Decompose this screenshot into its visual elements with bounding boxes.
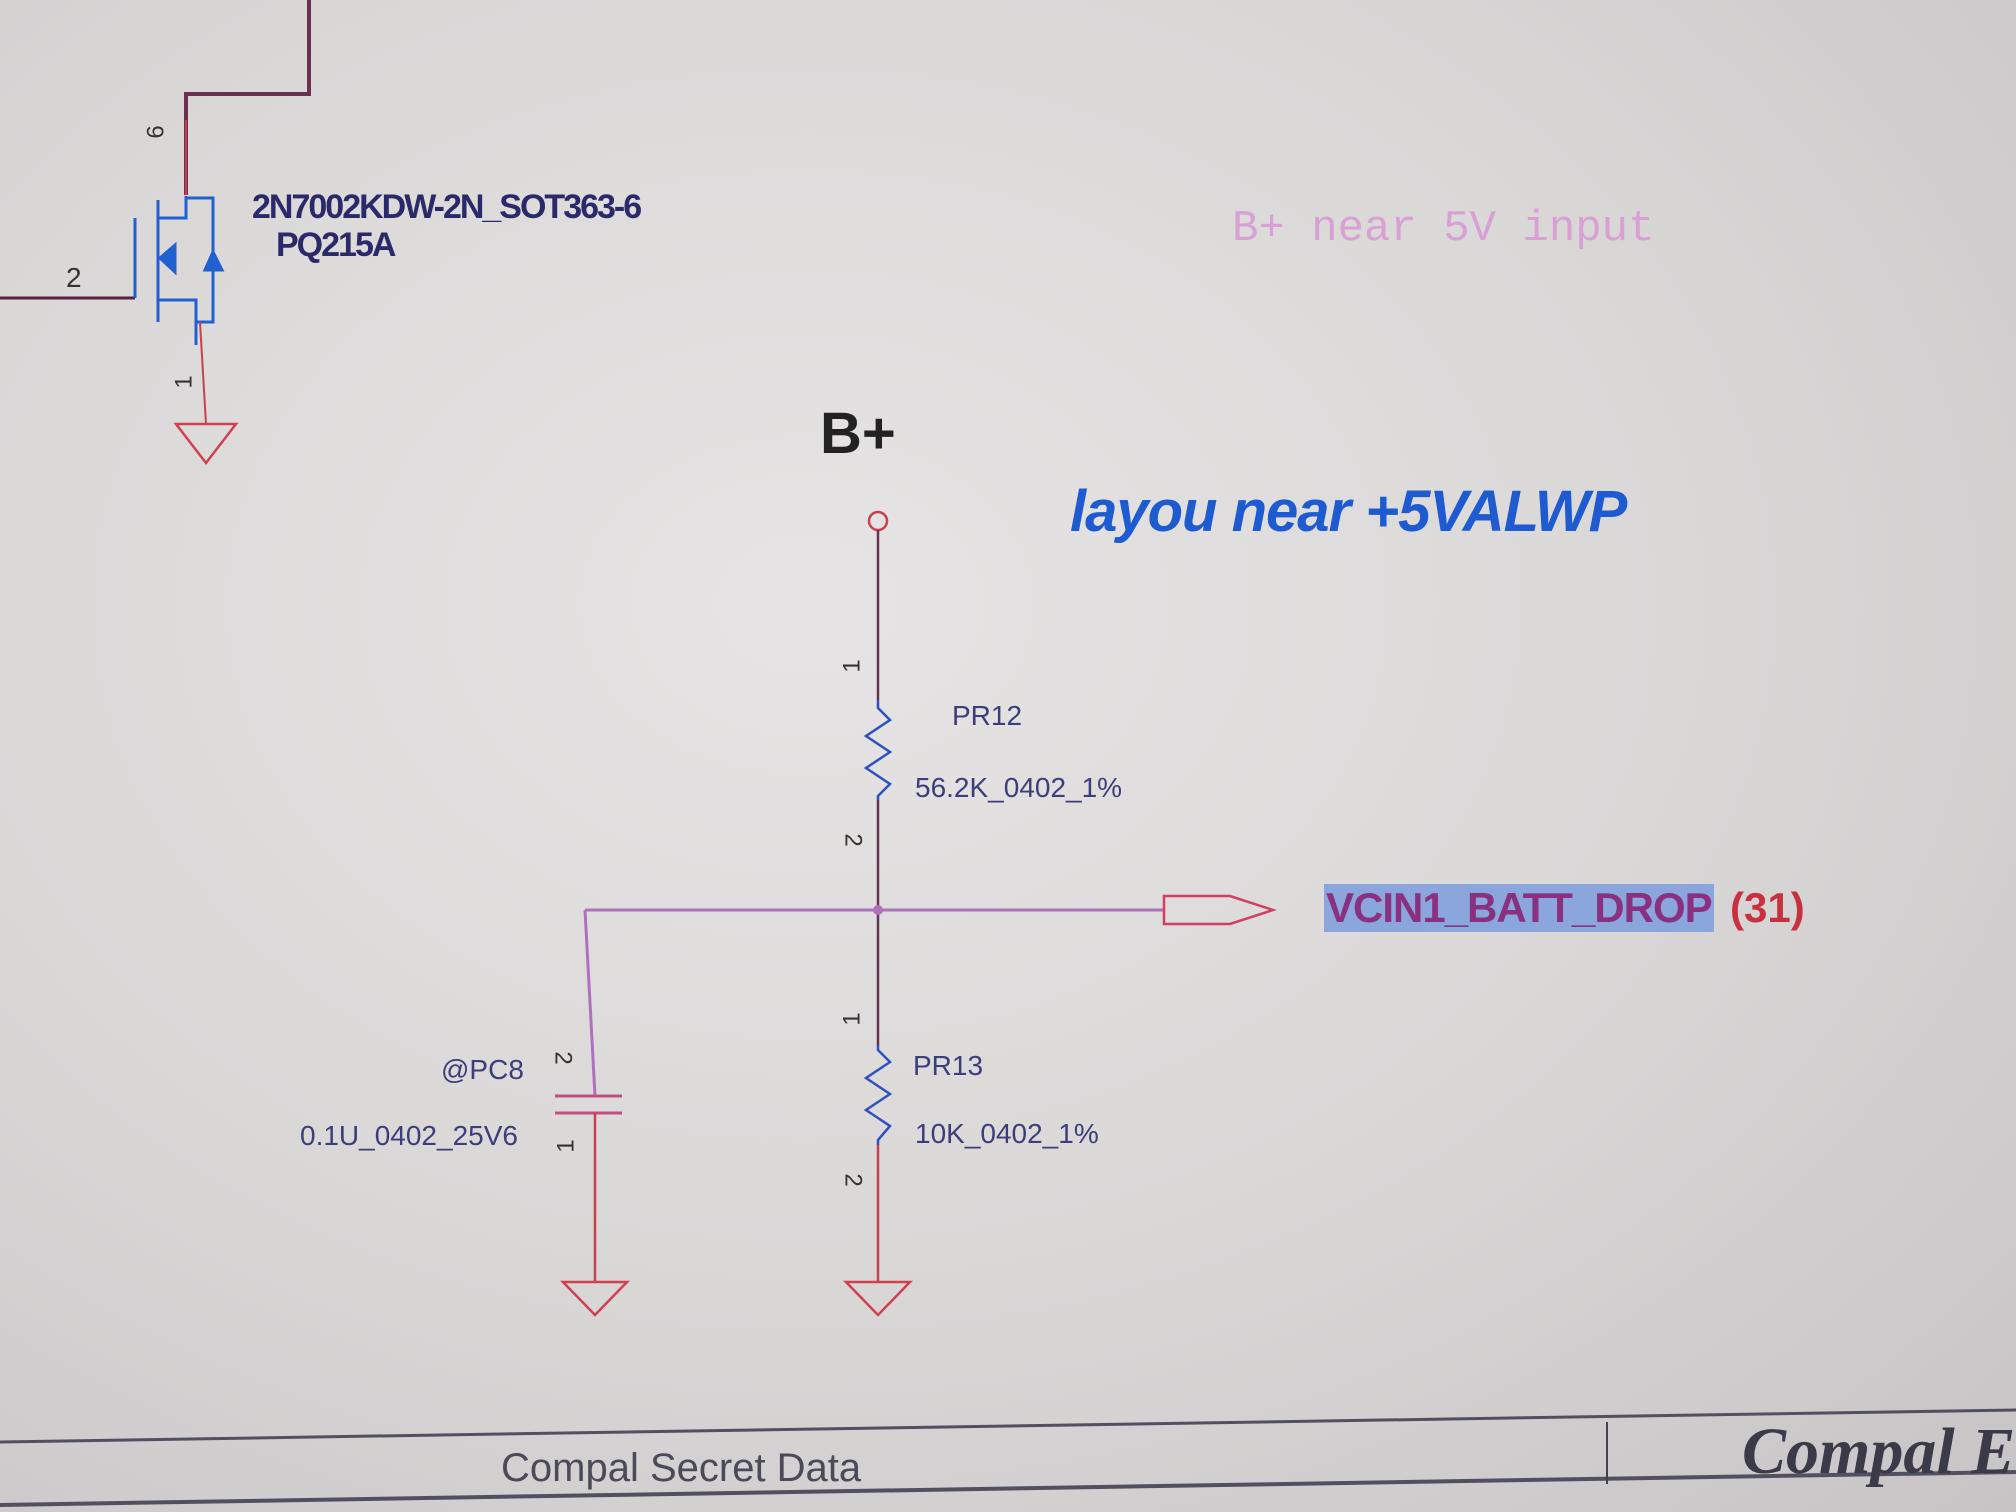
output-port[interactable] (1162, 894, 1278, 926)
pc8-value: 0.1U_0402_25V6 (300, 1120, 518, 1151)
pin-number: 2 (839, 1173, 867, 1187)
frame-line (0, 1408, 2016, 1444)
pin-number: 1 (552, 1139, 580, 1153)
pin-number: 1 (838, 659, 866, 673)
pin-number: 6 (142, 125, 170, 139)
power-label: B+ (820, 401, 896, 466)
pin-number: 1 (170, 375, 198, 389)
wire-source (199, 321, 207, 425)
wire-drain (184, 0, 311, 195)
ground-symbol (843, 1280, 913, 1317)
junction-dot (873, 905, 883, 915)
mosfet-ref: PQ215A (276, 226, 396, 264)
power-port-b-plus[interactable] (867, 510, 889, 532)
pin-number: 2 (66, 262, 82, 293)
net-page-ref: (31) (1730, 884, 1805, 931)
ground-symbol (560, 1280, 630, 1317)
net-label-selected[interactable]: VCIN1_BATT_DROP (1324, 884, 1714, 932)
resistor-pr12[interactable] (863, 700, 893, 800)
pr12-value: 56.2K_0402_1% (915, 772, 1123, 803)
mosfet-symbol[interactable] (0, 196, 225, 345)
pin-number: 2 (839, 833, 867, 847)
ground-symbol (173, 422, 239, 466)
pin-number: 2 (549, 1051, 577, 1065)
note-b-plus: B+ near 5V input (1232, 204, 1655, 254)
footer-company: Compal E (1742, 1415, 2016, 1488)
pin-number: 1 (838, 1012, 866, 1026)
pr12-ref: PR12 (952, 700, 1023, 731)
pr13-value: 10K_0402_1% (915, 1118, 1099, 1149)
wire-cap (583, 909, 597, 1097)
mosfet-part-number: 2N7002KDW-2N_SOT363-6 (252, 188, 642, 226)
note-layout: layou near +5VALWP (1070, 479, 1627, 544)
pr13-ref: PR13 (913, 1050, 984, 1081)
footer-secret: Compal Secret Data (501, 1446, 862, 1490)
frame-line (0, 1470, 2016, 1507)
resistor-pr13[interactable] (863, 1045, 893, 1145)
pc8-ref: @PC8 (441, 1054, 524, 1085)
